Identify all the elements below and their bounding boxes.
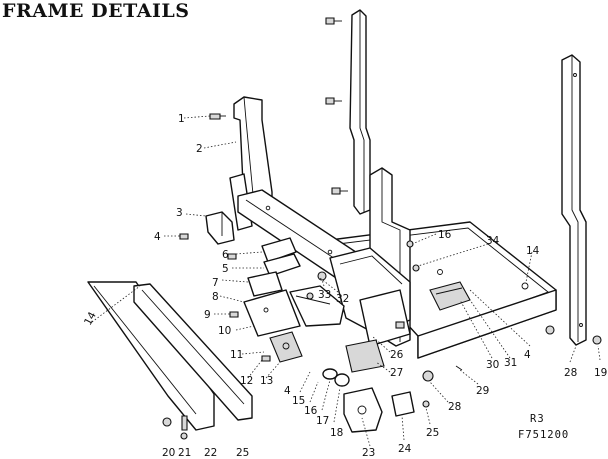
callout-label: 2 (196, 143, 203, 155)
callout-label: 16 (304, 405, 318, 417)
callout-label: 13 (260, 375, 273, 387)
callout-label: 11 (230, 349, 243, 361)
drawing-number: F751200 (518, 429, 569, 441)
diagram-title: FRAME DETAILS (2, 0, 190, 22)
drawing-codes: R3 F751200 (518, 413, 569, 441)
callout-label: 28 (448, 401, 461, 413)
rear-upright (349, 9, 371, 215)
right-side-rail (561, 54, 587, 346)
callout-label: 24 (398, 443, 412, 455)
callout-label: 31 (504, 357, 517, 369)
callout-label: 7 (212, 277, 219, 289)
callout-label: 19 (594, 367, 607, 379)
callout-label: 1 (178, 113, 185, 125)
callout-label: 20 (162, 447, 175, 459)
callout-label: 4 (154, 231, 161, 243)
callout-label: 28 (564, 367, 577, 379)
callout-label: 34 (486, 235, 500, 247)
lower-rear-rail (133, 283, 253, 421)
callout-label: 5 (222, 263, 229, 275)
bracket-6-5 (261, 237, 301, 277)
callout-label: 30 (486, 359, 499, 371)
callout-label: 4 (524, 349, 531, 361)
bracket-7-8 (243, 271, 301, 337)
bracket-3 (205, 211, 235, 245)
callout-label: 8 (212, 291, 219, 303)
callout-label: 15 (292, 395, 305, 407)
center-frame (329, 247, 411, 347)
callout-label: 29 (476, 385, 489, 397)
callout-label: 23 (362, 447, 375, 459)
bracket-13 (269, 331, 303, 363)
upright-screws (325, 17, 348, 195)
callout-label: 16 (438, 229, 452, 241)
callout-label: 32 (336, 293, 349, 305)
callout-label: 25 (426, 427, 439, 439)
callout-label: 3 (176, 207, 183, 219)
callout-label: 12 (240, 375, 253, 387)
callout-label: 14 (526, 245, 540, 257)
rotated-callout-label: 14 (82, 310, 99, 328)
revision-code: R3 (530, 413, 545, 425)
callout-label: 4 (284, 385, 291, 397)
bearing-assembly (322, 339, 415, 433)
callout-label: 10 (218, 325, 231, 337)
callout-label: 27 (390, 367, 403, 379)
callout-label: 33 (318, 289, 331, 301)
bottom-fasteners (162, 415, 188, 440)
callout-label: 25 (236, 447, 249, 459)
lower-front-rail (87, 281, 215, 431)
rail-bracket-15 (289, 285, 345, 327)
callout-labels: 1 2 3 4 6 5 7 8 9 10 11 12 13 4 15 16 17… (82, 113, 607, 459)
callout-label: 6 (222, 249, 229, 261)
callout-label: 18 (330, 427, 343, 439)
callout-label: 21 (178, 447, 191, 459)
callout-label: 17 (316, 415, 329, 427)
callout-label: 9 (204, 309, 211, 321)
callout-label: 26 (390, 349, 404, 361)
leader-lines (91, 115, 601, 447)
callout-label: 22 (204, 447, 217, 459)
fasteners (179, 113, 602, 408)
